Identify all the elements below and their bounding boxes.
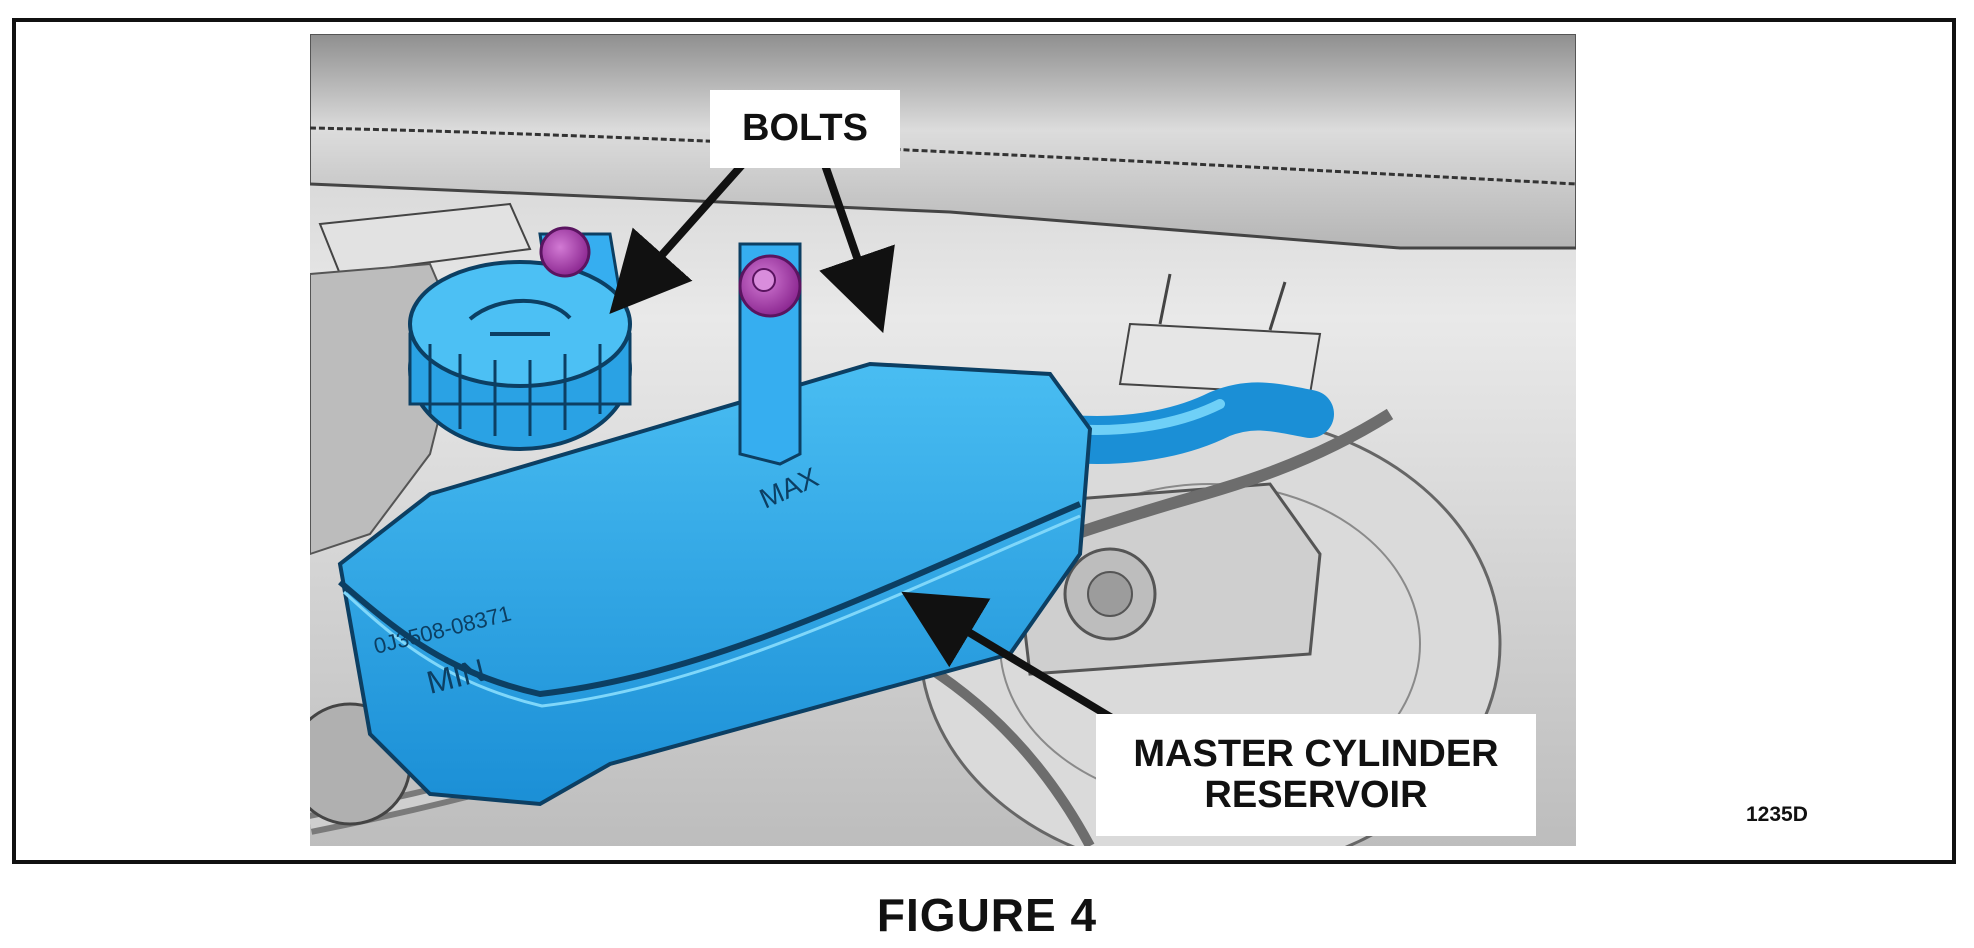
reservoir-hose — [1046, 382, 1334, 464]
reservoir-seam-highlight — [342, 514, 1081, 708]
bolts-label-text: BOLTS — [742, 107, 868, 150]
bolt-rear-icon — [539, 226, 591, 278]
master-cylinder-label-line1: MASTER CYLINDER — [1133, 732, 1499, 775]
figure-caption: FIGURE 4 — [876, 889, 1098, 941]
bolts-label: BOLTS — [710, 90, 900, 168]
reservoir-hose-highlight — [1065, 399, 1225, 435]
rear-clip-tabs — [1158, 273, 1287, 331]
reservoir-cap-symbol — [468, 298, 572, 336]
figure-id: 1235D — [1746, 803, 1808, 826]
reservoir-cap-top — [408, 260, 632, 388]
engine-bay-illustration: 0J3508-08371 MIN MAX — [310, 34, 1576, 846]
reservoir-seam — [338, 501, 1082, 698]
bolt-front-head — [752, 268, 776, 292]
reservoir-cap-ribs — [428, 344, 602, 436]
cowl-lower-edge — [310, 182, 1576, 250]
reservoir-arrow — [901, 591, 1115, 722]
left-bracket — [318, 202, 532, 276]
master-cylinder-label-line2: RESERVOIR — [1204, 774, 1428, 816]
bolts-arrow-right — [819, 163, 895, 334]
master-cylinder-port-inner — [1087, 571, 1133, 617]
bolts-arrow-left — [609, 162, 745, 314]
master-cylinder-reservoir-label: MASTER CYLINDER RESERVOIR — [1096, 714, 1536, 836]
